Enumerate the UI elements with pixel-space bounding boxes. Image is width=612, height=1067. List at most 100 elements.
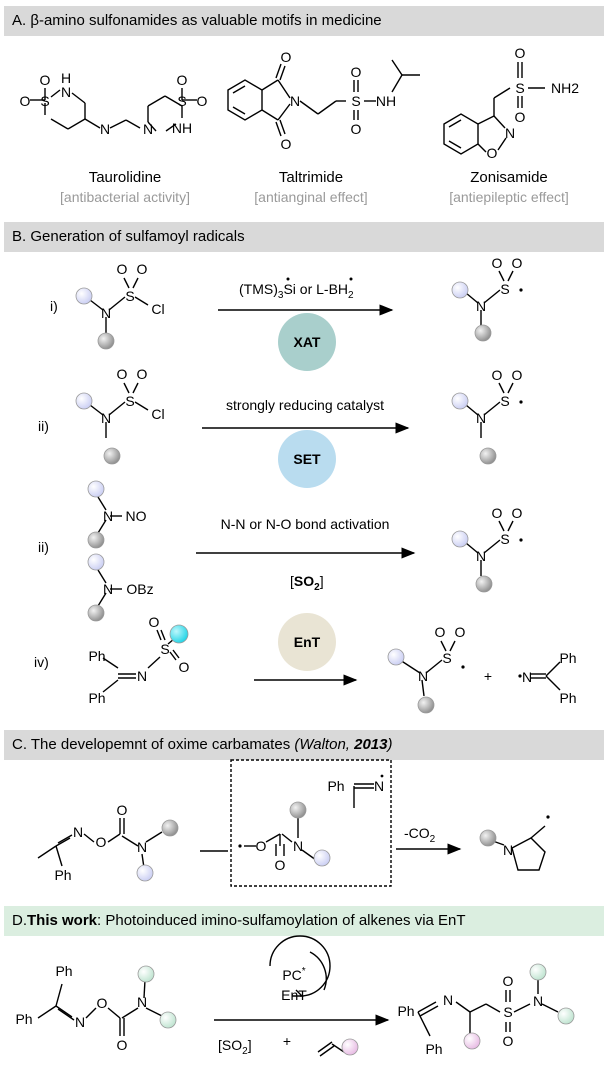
atom-o: O xyxy=(117,366,128,382)
atom-o: O xyxy=(40,72,51,88)
substituent-ball xyxy=(75,392,93,410)
atom-o: O xyxy=(137,261,148,277)
atom-o: O xyxy=(177,72,188,88)
condition-text: N-N or N-O bond activation xyxy=(221,516,390,532)
group-ph: Ph xyxy=(55,963,72,979)
atom-n: N xyxy=(100,121,110,137)
substituent-ball xyxy=(169,624,189,644)
set-label: SET xyxy=(293,451,321,467)
atom-n: N xyxy=(374,778,384,794)
atom-o: O xyxy=(503,973,514,989)
atom-o: O xyxy=(149,614,160,630)
row-label: iv) xyxy=(34,654,49,670)
substituent-ball xyxy=(417,696,435,714)
atom-o: O xyxy=(197,93,208,109)
section-c-header: C. The developemnt of oxime carbamates (… xyxy=(4,730,604,760)
catalyst-label: PC* xyxy=(282,966,305,983)
atom-n: N xyxy=(137,668,147,684)
group-ph: Ph xyxy=(397,1003,414,1019)
atom-o: O xyxy=(515,109,526,125)
row-label: i) xyxy=(50,298,58,314)
atom-nh2: NH2 xyxy=(551,80,579,96)
drug-activity-taltrimide: [antianginal effect] xyxy=(254,189,368,205)
group-ph: Ph xyxy=(54,867,71,883)
atom-o: O xyxy=(492,505,503,521)
atom-o: O xyxy=(351,121,362,137)
ent-badge xyxy=(278,613,336,671)
drug-name-zonisamide: Zonisamide xyxy=(470,169,548,186)
atom-s: S xyxy=(500,281,509,297)
substituent-ball xyxy=(341,1038,359,1056)
atom-s: S xyxy=(125,288,134,304)
substituent-ball xyxy=(451,392,469,410)
atom-o: O xyxy=(117,1037,128,1053)
atom-o: O xyxy=(503,1033,514,1049)
drug-activity-zonisamide: [antiepileptic effect] xyxy=(449,189,569,205)
section-d-header: D.This work: Photoinduced imino-sulfamoy… xyxy=(4,906,604,936)
atom-o: O xyxy=(512,367,523,383)
atom-o: O xyxy=(487,145,498,161)
section-c-structures: N O O N Ph O N O Ph N N -CO2 xyxy=(37,759,550,887)
drug-activity-taurolidine: [antibacterial activity] xyxy=(60,189,190,205)
atom-s: S xyxy=(515,80,524,96)
xat-badge xyxy=(278,313,336,371)
substituent-ball xyxy=(75,287,93,305)
atom-o: O xyxy=(256,838,267,854)
substituent-ball xyxy=(529,963,547,981)
condition-text: strongly reducing catalyst xyxy=(226,397,384,413)
atom-n: N xyxy=(61,84,71,100)
section-a-structures: S O O H N N N S O O NH O N O S O O NH N … xyxy=(20,45,580,161)
atom-n: N xyxy=(503,842,513,858)
substituent-ball xyxy=(161,819,179,837)
plus-sign: + xyxy=(484,668,492,684)
substituent-ball xyxy=(87,553,105,571)
drug-name-taltrimide: Taltrimide xyxy=(278,169,344,186)
substituent-ball xyxy=(557,1007,575,1025)
atom-s: S xyxy=(503,1004,512,1020)
atom-cl: Cl xyxy=(151,301,164,317)
atom-n: N xyxy=(443,992,453,1008)
atom-n: N xyxy=(290,93,300,109)
atom-o: O xyxy=(97,995,108,1011)
atom-n: N xyxy=(73,824,83,840)
row-label: ii) xyxy=(38,539,49,555)
atom-n: N xyxy=(293,838,303,854)
atom-n: N xyxy=(418,668,428,684)
substituent-ball xyxy=(463,1032,481,1050)
atom-o: O xyxy=(455,624,466,640)
group-ph: Ph xyxy=(88,690,105,706)
substituent-ball xyxy=(387,648,405,666)
atom-o: O xyxy=(492,255,503,271)
group-ph: Ph xyxy=(425,1041,442,1057)
substituent-ball xyxy=(451,281,469,299)
group-ph: Ph xyxy=(327,778,344,794)
atom-cl: Cl xyxy=(151,406,164,422)
atom-s: S xyxy=(351,93,360,109)
atom-n: N xyxy=(533,993,543,1009)
atom-n: N xyxy=(101,410,111,426)
atom-o: O xyxy=(281,49,292,65)
condition-text: -CO2 xyxy=(404,825,436,845)
atom-n: N xyxy=(522,669,532,685)
substituent-ball xyxy=(136,864,154,882)
reagent-text: [SO2] xyxy=(290,573,324,593)
atom-n: N xyxy=(103,581,113,597)
catalyst-mode-label: EnT xyxy=(281,987,307,1003)
substituent-ball xyxy=(479,447,497,465)
atom-o: O xyxy=(515,45,526,61)
group-ph: Ph xyxy=(88,648,105,664)
group-ph: Ph xyxy=(559,650,576,666)
substituent-ball xyxy=(137,965,155,983)
atom-o: O xyxy=(351,64,362,80)
atom-n: N xyxy=(137,994,147,1010)
atom-s: S xyxy=(500,531,509,547)
atom-s: S xyxy=(160,641,169,657)
substituent-ball xyxy=(451,530,469,548)
atom-n: N xyxy=(143,121,153,137)
substituent-ball xyxy=(313,849,331,867)
atom-n: N xyxy=(137,839,147,855)
row-label: ii) xyxy=(38,418,49,434)
group-ph: Ph xyxy=(15,1011,32,1027)
section-a-header: A. β-amino sulfonamides as valuable moti… xyxy=(4,6,604,36)
group-obz: OBz xyxy=(126,581,153,597)
